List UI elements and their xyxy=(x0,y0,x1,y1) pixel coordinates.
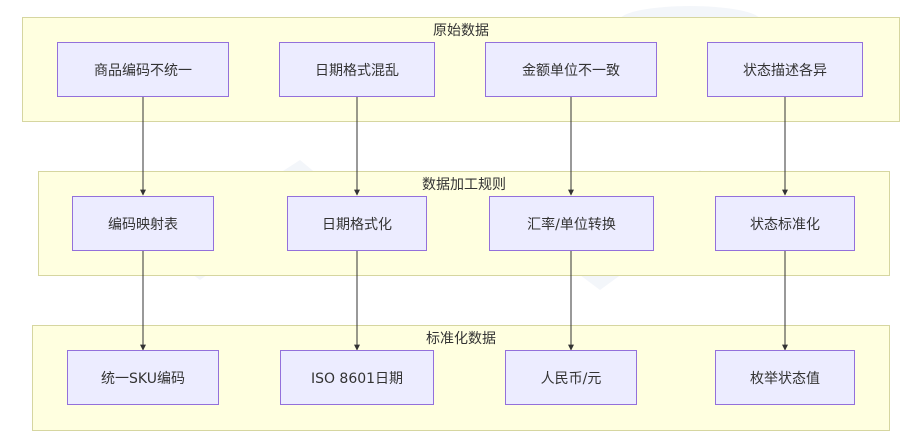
node-product-code-inconsistent[interactable]: 商品编码不统一 xyxy=(57,42,229,97)
node-code-mapping-table[interactable]: 编码映射表 xyxy=(72,196,214,251)
group-title-raw-data: 原始数据 xyxy=(433,23,489,39)
node-status-standardization[interactable]: 状态标准化 xyxy=(715,196,855,251)
node-date-format-chaotic[interactable]: 日期格式混乱 xyxy=(279,42,435,97)
node-unified-sku-code[interactable]: 统一SKU编码 xyxy=(67,350,219,405)
node-amount-unit-inconsistent[interactable]: 金额单位不一致 xyxy=(485,42,657,97)
node-currency-unit-conversion[interactable]: 汇率/单位转换 xyxy=(489,196,654,251)
group-title-standardized-data: 标准化数据 xyxy=(426,331,496,347)
node-iso-8601-date[interactable]: ISO 8601日期 xyxy=(280,350,434,405)
node-enum-status-value[interactable]: 枚举状态值 xyxy=(715,350,855,405)
group-title-processing-rules: 数据加工规则 xyxy=(422,177,506,193)
node-status-description-varied[interactable]: 状态描述各异 xyxy=(707,42,863,97)
node-rmb-yuan[interactable]: 人民币/元 xyxy=(505,350,637,405)
node-date-formatting[interactable]: 日期格式化 xyxy=(287,196,427,251)
